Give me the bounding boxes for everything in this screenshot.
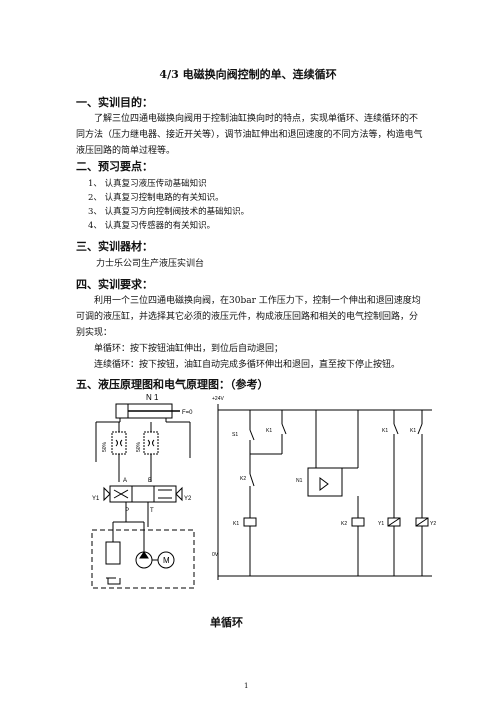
page-number: 1	[244, 682, 249, 690]
label-y1: Y1	[92, 496, 100, 502]
section-3-heading: 三、实训器材：	[76, 240, 153, 253]
label-k1c: K1	[410, 428, 416, 434]
section-4-continuous: 连续循环：按下按钮，油缸自动完成多循环伸出和退回，直至按下停止按钮。	[94, 360, 401, 370]
label-0v: 0V	[212, 552, 219, 558]
electrical-diagram: +24V 0V S1 K1 K2 K1 N1 K2 K1 Y1 K1 Y2	[212, 396, 436, 580]
label-k2coil: K2	[341, 521, 347, 527]
valve-right-box	[153, 485, 177, 503]
label-pct1: 50%	[102, 441, 108, 452]
page-title: 4/3 电磁换向阀控制的单、连续循环	[159, 68, 337, 81]
label-t: T	[150, 508, 154, 514]
section-4-body: 利用一个三位四通电磁换向阀，在30bar 工作压力下，控制一个伸出和退回速度均可…	[76, 296, 421, 338]
figure-caption: 单循环	[210, 616, 243, 629]
label-n1b: N1	[296, 478, 303, 484]
label-24v: +24V	[212, 396, 224, 402]
label-k1coil: K1	[233, 521, 239, 527]
label-pct2: 50%	[136, 441, 142, 452]
label-p: P	[125, 508, 129, 514]
label-s1: S1	[232, 432, 238, 438]
label-k1a: K1	[266, 428, 272, 434]
label-a: A	[123, 478, 127, 484]
section-1-heading: 一、实训目的：	[76, 96, 153, 109]
coil-k1	[243, 517, 257, 527]
section-4-single: 单循环：按下按钮油缸伸出，到位后自动退回；	[94, 344, 284, 354]
label-b: B	[148, 478, 152, 484]
label-load: F=0	[182, 410, 193, 416]
label-y2: Y2	[184, 496, 192, 502]
label-y1coil: Y1	[378, 521, 384, 527]
label-y2coil: Y2	[430, 521, 436, 527]
throttle-check-valve-2	[143, 431, 159, 455]
valve-center-box	[131, 485, 155, 503]
list-item: 4、 认真复习传感器的有关知识。	[88, 221, 216, 231]
label-k1b: K1	[382, 428, 388, 434]
list-item: 3、 认真复习方向控制阀技术的基础知识。	[88, 207, 250, 217]
section-3-body: 力士乐公司生产液压实训台	[96, 259, 205, 269]
sensor-n1	[307, 467, 343, 497]
section-4-heading: 四、实训要求：	[76, 278, 153, 291]
section-1-body: 了解三位四通电磁换向阀用于控制油缸换向时的特点，实现单循环、连续循环的不同方法（…	[76, 114, 423, 156]
section-2-heading: 二、预习要点：	[76, 160, 153, 173]
coil-k2	[351, 517, 365, 527]
section-5-heading: 五、液压原理图和电气原理图：（参考）	[76, 378, 269, 391]
list-item: 1、 认真复习液压传动基础知识	[88, 179, 207, 189]
label-n1: N 1	[146, 393, 159, 402]
power-unit-frame	[91, 529, 195, 589]
hydraulic-diagram: N 1 F=0 50% 50% A B Y1 Y2 P T M	[91, 393, 195, 589]
label-k2a: K2	[240, 476, 246, 482]
label-m: M	[163, 556, 170, 565]
relief-valve	[105, 541, 121, 565]
list-item: 2、 认真复习控制电路的有关知识。	[88, 193, 224, 203]
throttle-check-valve-1	[111, 431, 127, 455]
